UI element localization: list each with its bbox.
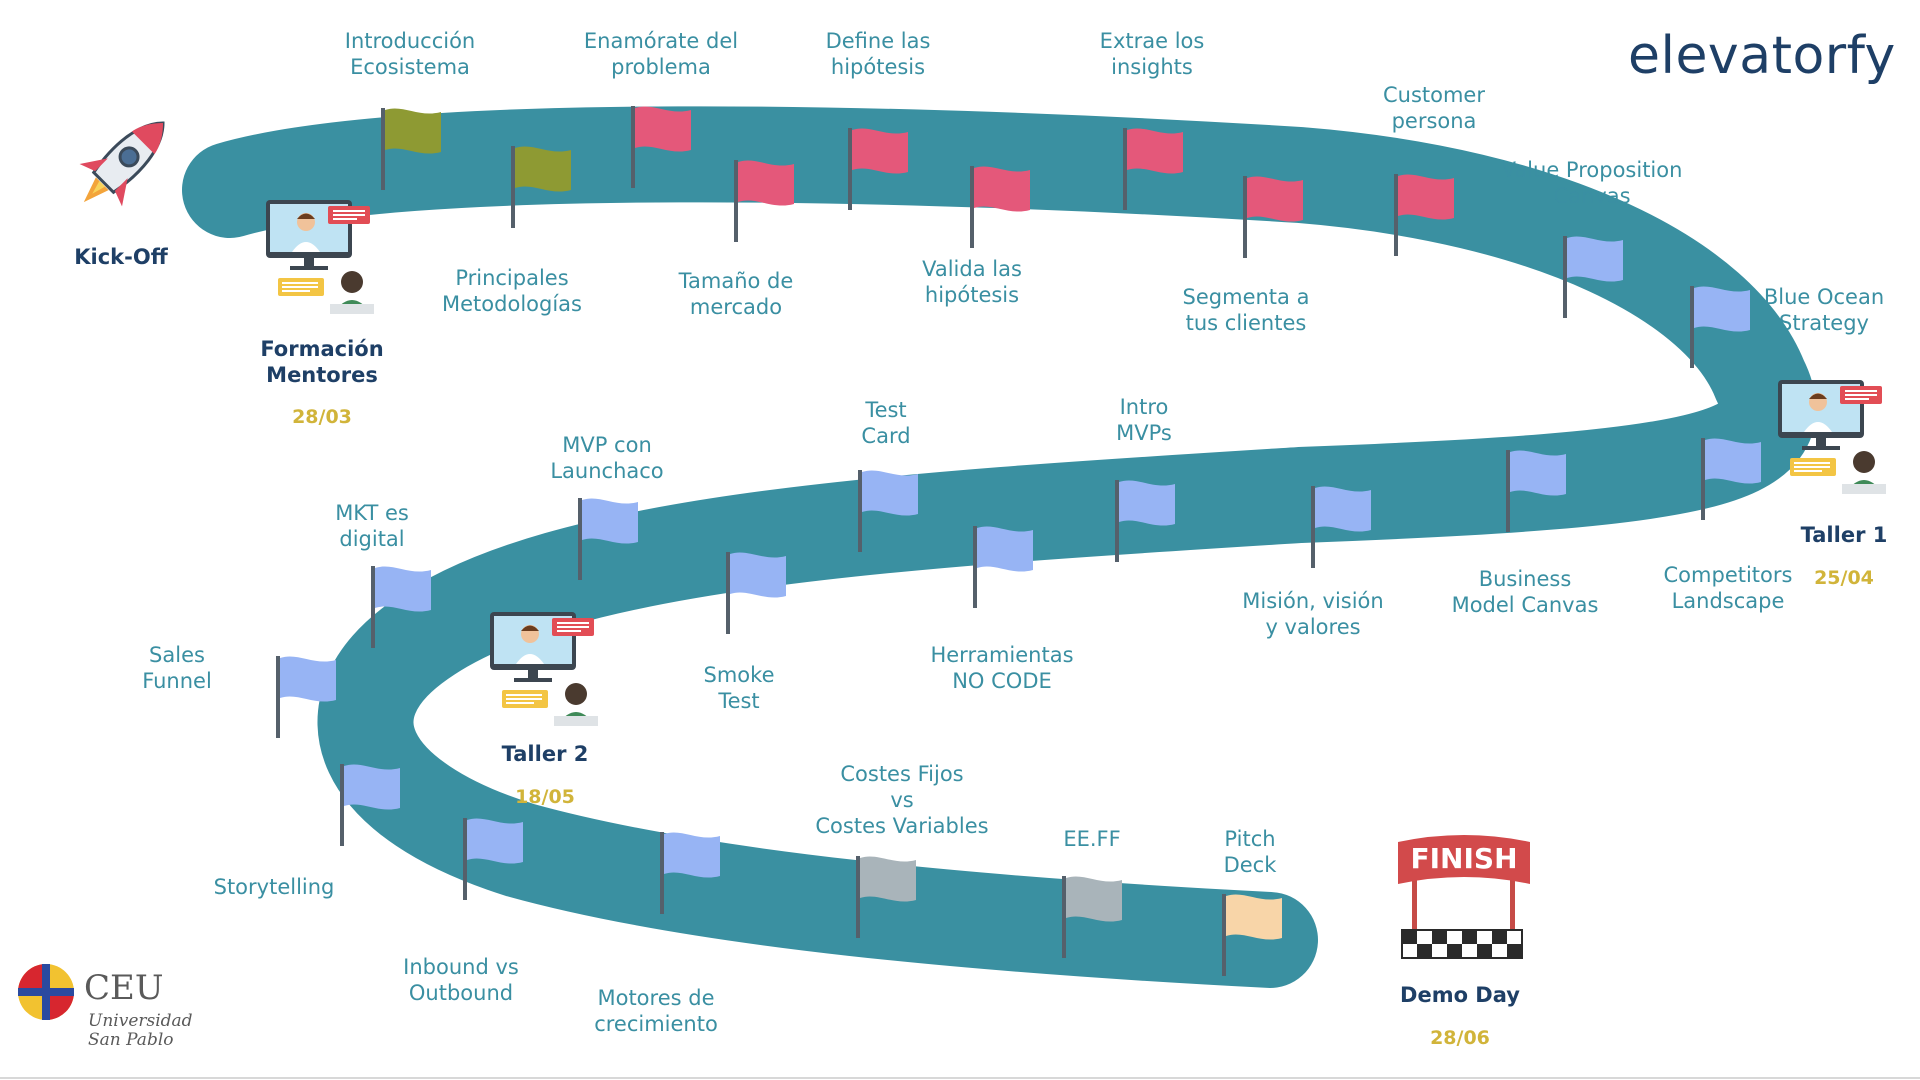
milestone-label: Extrae los insights <box>1099 29 1205 79</box>
mentor-screen-icon <box>266 200 374 314</box>
milestone-label: Tamaño de mercado <box>678 269 794 319</box>
flags-layer <box>276 106 1761 976</box>
flag-icon <box>970 166 1030 248</box>
stage-demoday-date: 28/06 <box>1430 1027 1490 1049</box>
milestone-label: Value Proposition Canvas <box>1501 158 1683 208</box>
bottom-divider <box>0 1077 1920 1079</box>
milestone-label: Storytelling <box>213 875 335 899</box>
milestone-label: Misión, visión y valores <box>1242 589 1384 639</box>
mentor-screen-icon <box>1778 380 1886 494</box>
milestone-label: Herramientas NO CODE <box>930 643 1074 693</box>
stage-taller2-date: 18/05 <box>515 786 575 808</box>
flag-icon <box>858 470 918 552</box>
finish-sign-text: FINISH <box>1411 842 1518 875</box>
flag-icon <box>734 160 794 242</box>
flag-icon <box>856 856 916 938</box>
milestone-label: Sales Funnel <box>142 643 212 693</box>
flag-icon <box>381 108 441 190</box>
stage-kickoff-name: Kick-Off <box>74 245 168 269</box>
flag-icon <box>371 566 431 648</box>
mentor-icons-layer <box>266 200 1886 726</box>
stage-taller1-name: Taller 1 <box>1800 523 1888 547</box>
flag-icon <box>1115 480 1175 562</box>
milestone-label: Inbound vs Outbound <box>403 955 519 1005</box>
milestone-label: Principales Metodologías <box>442 266 582 316</box>
flag-icon <box>340 764 400 846</box>
milestone-label: Business Model Canvas <box>1451 567 1599 617</box>
stage-taller1-date: 25/04 <box>1814 567 1874 589</box>
flag-icon <box>1506 450 1566 532</box>
flag-icon <box>1222 894 1282 976</box>
checkered-floor <box>1401 929 1523 959</box>
flag-icon <box>511 146 571 228</box>
flag-icon <box>1690 286 1750 368</box>
milestone-label: Valida las hipótesis <box>922 257 1022 307</box>
flag-icon <box>276 656 336 738</box>
stage-formacion-name: Formación Mentores <box>260 337 384 387</box>
flag-icon <box>463 818 523 900</box>
milestone-label: MKT es digital <box>335 501 409 551</box>
flag-icon <box>848 128 908 210</box>
milestone-label: Segmenta a tus clientes <box>1182 285 1310 335</box>
milestone-label: Pitch Deck <box>1223 827 1277 877</box>
flag-icon <box>1563 236 1623 318</box>
ceu-name: CEU <box>84 968 164 1008</box>
flag-icon <box>631 106 691 188</box>
flag-icon <box>1394 174 1454 256</box>
milestone-label: Introducción Ecosistema <box>344 29 476 79</box>
ceu-logo-icon <box>18 964 74 1020</box>
flag-icon <box>1243 176 1303 258</box>
milestone-label: Competitors Landscape <box>1663 563 1793 613</box>
milestone-label: EE.FF <box>1063 827 1121 851</box>
milestone-label: Smoke Test <box>703 663 775 713</box>
milestone-label: Motores de crecimiento <box>594 986 718 1036</box>
stage-taller2-name: Taller 2 <box>501 742 589 766</box>
milestone-label: Customer persona <box>1382 83 1485 133</box>
flag-icon <box>726 552 786 634</box>
flag-icon <box>1062 876 1122 958</box>
milestone-label: Enamórate del problema <box>583 29 739 79</box>
milestone-label: Test Card <box>861 398 911 448</box>
finish-gate-icon: FINISH <box>1398 835 1530 959</box>
milestone-label: Intro MVPs <box>1116 395 1172 445</box>
stage-demoday-name: Demo Day <box>1400 983 1520 1007</box>
milestone-label: Define las hipótesis <box>825 29 931 79</box>
elevatorfy-logo: elevatorfy <box>1628 26 1896 86</box>
flag-icon <box>660 832 720 914</box>
milestone-label: MVP con Launchaco <box>550 433 664 483</box>
milestone-label: Costes Fijos vs Costes Variables <box>815 762 989 838</box>
flag-icon <box>578 498 638 580</box>
flag-icon <box>1311 486 1371 568</box>
milestone-label: Blue Ocean Strategy <box>1763 285 1885 335</box>
rocket-icon <box>79 121 165 207</box>
flag-icon <box>973 526 1033 608</box>
flag-icon <box>1123 128 1183 210</box>
mentor-screen-icon <box>490 612 598 726</box>
ceu-subtitle: Universidad San Pablo <box>88 1011 193 1050</box>
stage-formacion-date: 28/03 <box>292 406 352 428</box>
flag-icon <box>1701 438 1761 520</box>
